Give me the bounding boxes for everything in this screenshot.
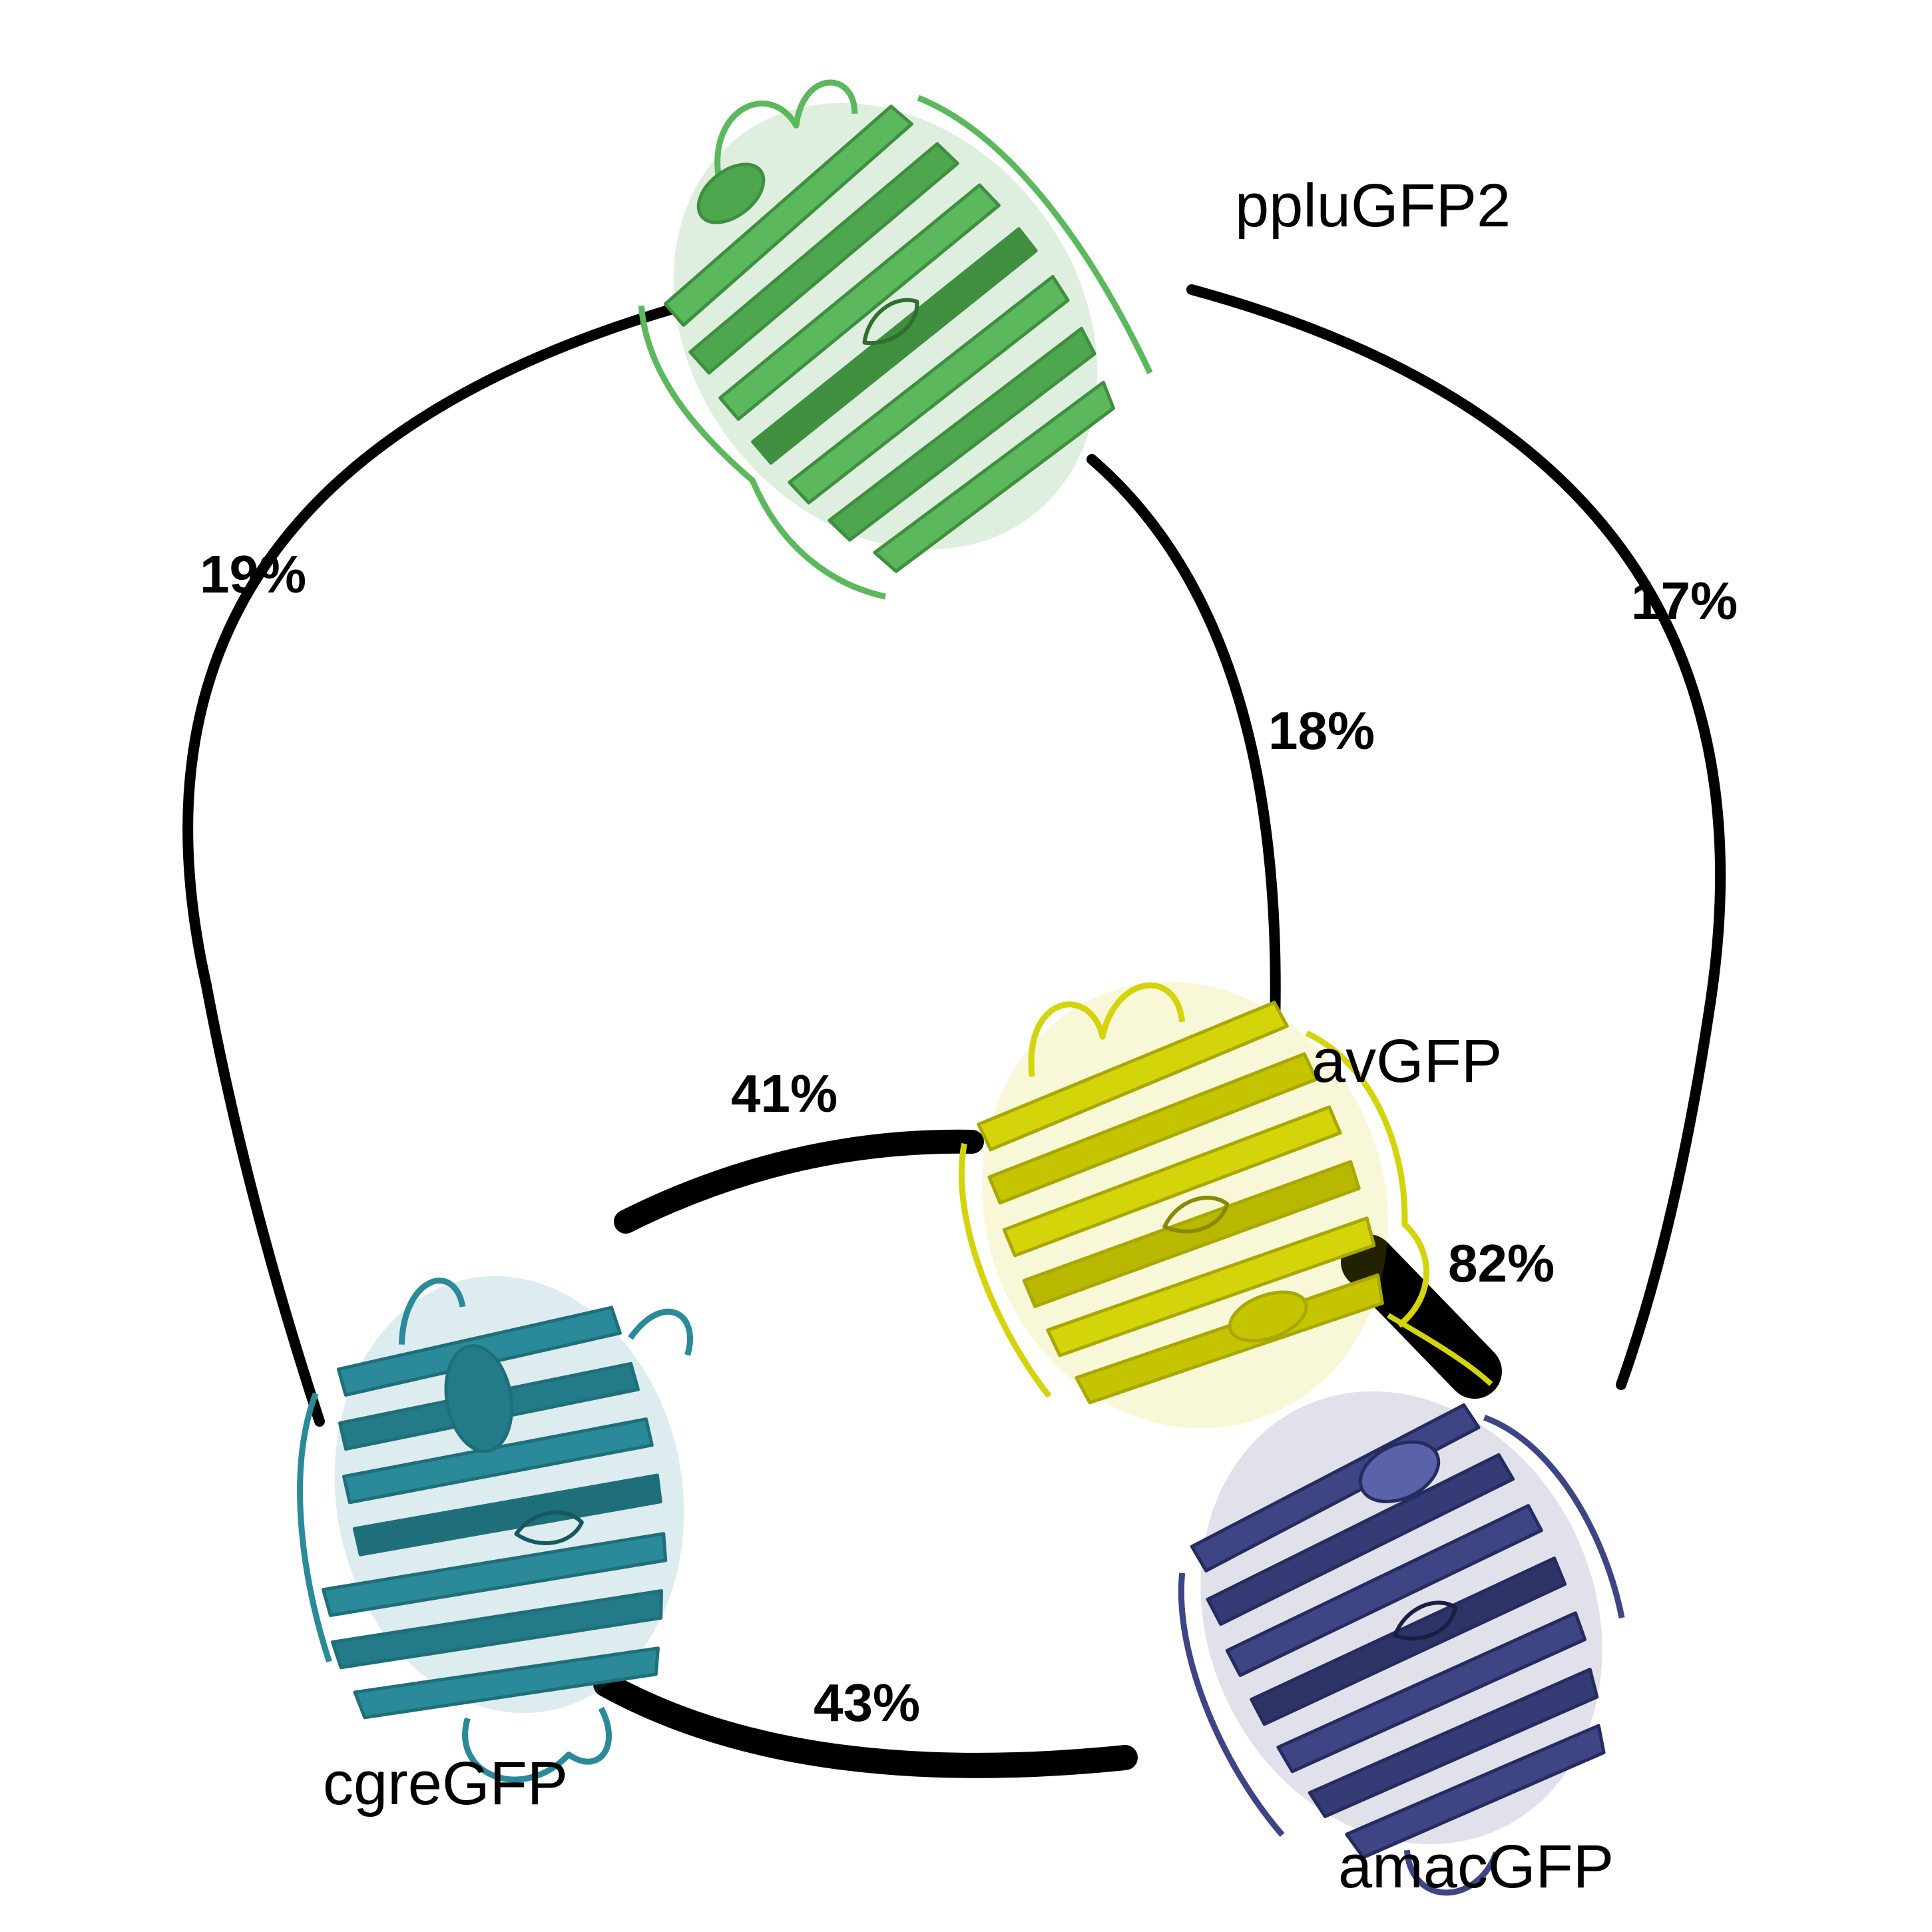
pplugfp2-structure [638,79,1153,600]
arc-pplugfp2-amacgfp [1186,284,1726,1390]
avgfp-structure [958,981,1493,1429]
label-cgregfp: cgreGFP [323,1750,568,1817]
identity-pplugfp2-cgregfp: 19% [200,545,306,604]
identity-avgfp-amacgfp: 82% [1448,1234,1555,1293]
identity-cgregfp-amacgfp: 43% [814,1673,920,1732]
identity-pplugfp2-amacgfp: 17% [1631,571,1738,630]
label-pplugfp2: ppluGFP2 [1235,172,1511,240]
arc-pplugfp2-avgfp [1087,454,1281,1031]
label-avgfp: avGFP [1312,1027,1502,1095]
amacgfp-structure [1178,1391,1625,1896]
label-amacgfp: amacGFP [1338,1833,1614,1901]
cgregfp-structure [297,1276,693,1783]
arc-cgregfp-avgfp [614,1129,984,1234]
identity-pplugfp2-avgfp: 18% [1268,701,1375,760]
identity-cgregfp-avgfp: 41% [731,1064,838,1123]
arc-pplugfp2-cgregfp [182,294,711,1427]
arc-cgregfp-amacgfp [593,1672,1138,1778]
arc-avgfp-amacgfp [1341,1234,1502,1399]
